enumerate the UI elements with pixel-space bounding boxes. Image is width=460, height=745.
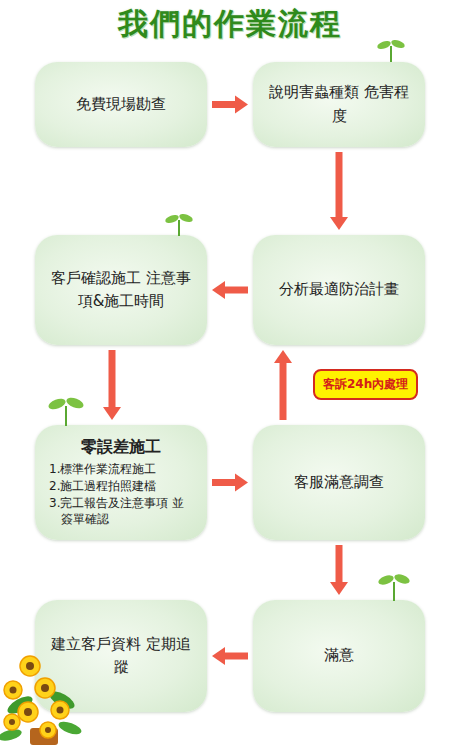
flow-arrow [224, 653, 248, 660]
box-label: 建立客戶資料 定期追蹤 [45, 633, 197, 680]
process-box: 客戶確認施工 注意事項&施工時間 [35, 235, 207, 345]
arrow-head [212, 281, 225, 299]
flow-arrow [336, 545, 343, 583]
flow-arrow [212, 479, 236, 486]
arrow-head [103, 407, 121, 420]
process-box: 客服滿意調查 [253, 425, 425, 540]
diagram-title: 我們的作業流程 [0, 4, 460, 45]
arrow-head [330, 217, 348, 230]
list-item: 2.施工過程拍照建檔 [49, 478, 193, 495]
arrow-head [235, 96, 248, 114]
process-box: 建立客戶資料 定期追蹤 [35, 600, 207, 712]
arrow-head [330, 582, 348, 595]
arrow-head [235, 474, 248, 492]
flow-arrow [109, 350, 116, 408]
box-label: 滿意 [324, 644, 354, 667]
list-item: 3.完工報告及注意事項 並簽單確認 [49, 495, 193, 529]
process-box: 說明害蟲種類 危害程度 [253, 62, 425, 147]
sprout [47, 396, 85, 426]
process-box: 零誤差施工 1.標準作業流程施工2.施工過程拍照建檔3.完工報告及注意事項 並簽單… [35, 425, 207, 540]
flow-arrow [224, 287, 248, 294]
process-box: 免費現場勘查 [35, 62, 207, 147]
box-label: 說明害蟲種類 危害程度 [263, 81, 415, 128]
box-label: 客戶確認施工 注意事項&施工時間 [45, 267, 197, 314]
process-box: 滿意 [253, 600, 425, 712]
list-item: 1.標準作業流程施工 [49, 461, 193, 478]
flow-arrow [212, 101, 236, 108]
box-label: 免費現場勘查 [76, 93, 166, 116]
arrow-head [212, 647, 225, 665]
process-box: 分析最適防治計畫 [253, 235, 425, 345]
edge-label: 客訴24h內處理 [313, 369, 418, 400]
sprout [164, 212, 194, 236]
box-label: 客服滿意調查 [294, 471, 384, 494]
sprout [377, 573, 411, 601]
sprout [376, 38, 406, 62]
box-label: 分析最適防治計畫 [279, 278, 399, 301]
flow-arrow [336, 152, 343, 218]
flow-arrow [280, 362, 287, 420]
arrow-head [274, 350, 292, 363]
box-heading: 零誤差施工 [81, 437, 161, 458]
